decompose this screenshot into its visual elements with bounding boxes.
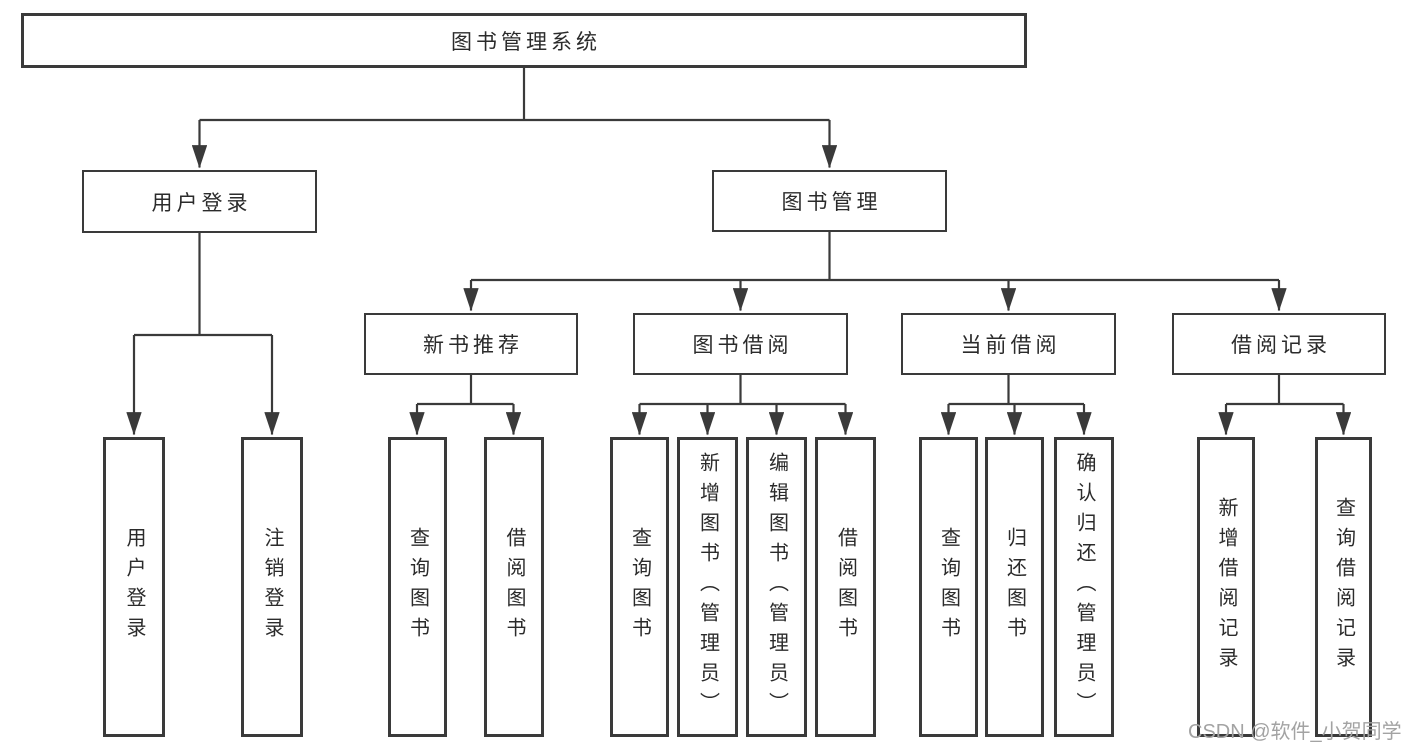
node-label: 查询图书 [406, 527, 429, 647]
node-label: 当前借阅 [960, 334, 1061, 357]
node-label: 新增图书（管理员） [696, 452, 719, 722]
connector-book-mgmt [471, 232, 1279, 282]
leaf-query-books-current: 查询图书 [919, 437, 978, 737]
leaf-add-books-admin: 新增图书（管理员） [677, 437, 738, 737]
leaf-user-login: 用户登录 [103, 437, 165, 737]
connector-current-borrow [948, 375, 1084, 406]
connector-new-book-rec [417, 375, 514, 406]
node-label: 注销登录 [261, 527, 283, 647]
node-label: 编辑图书（管理员） [765, 452, 788, 722]
leaf-edit-books-admin: 编辑图书（管理员） [746, 437, 807, 737]
leaf-borrow-books-rec: 借阅图书 [484, 437, 544, 737]
node-label: 确认归还（管理员） [1073, 452, 1095, 722]
leaf-logout: 注销登录 [241, 437, 303, 737]
node-label: 归还图书 [1003, 527, 1026, 647]
node-label: 借阅图书 [834, 527, 857, 647]
csdn-watermark: CSDN @软件_小贺同学 [1188, 721, 1402, 743]
node-book-borrow: 图书借阅 [633, 313, 848, 375]
connector-borrow-records [1226, 375, 1344, 406]
connector-book-borrow [639, 375, 846, 406]
node-label: 图书借阅 [692, 334, 793, 357]
node-label: 新书推荐 [423, 334, 523, 357]
connector-root [199, 68, 830, 122]
leaf-query-borrow-record: 查询借阅记录 [1315, 437, 1372, 737]
node-current-borrow: 当前借阅 [901, 313, 1116, 375]
node-label: 图书管理系统 [451, 30, 601, 54]
leaf-return-books: 归还图书 [985, 437, 1044, 737]
node-user-login: 用户登录 [82, 170, 317, 233]
leaf-query-books-rec: 查询图书 [388, 437, 447, 737]
node-label: 用户登录 [151, 191, 252, 215]
leaf-add-borrow-record: 新增借阅记录 [1197, 437, 1255, 737]
node-book-mgmt: 图书管理 [712, 170, 947, 232]
node-label: 图书管理 [781, 191, 882, 214]
node-label: 查询图书 [937, 527, 960, 647]
connector-user-login [134, 233, 272, 337]
node-label: 借阅图书 [503, 527, 525, 647]
node-label: 查询借阅记录 [1332, 497, 1355, 677]
node-label: 用户登录 [123, 527, 145, 647]
leaf-borrow-books: 借阅图书 [815, 437, 876, 737]
leaf-confirm-return-admin: 确认归还（管理员） [1054, 437, 1114, 737]
leaf-query-books-borrow: 查询图书 [610, 437, 669, 737]
node-new-book-rec: 新书推荐 [364, 313, 578, 375]
node-label: 查询图书 [628, 527, 651, 647]
node-borrow-records: 借阅记录 [1172, 313, 1386, 375]
node-label: 新增借阅记录 [1215, 497, 1237, 677]
node-label: 借阅记录 [1231, 334, 1331, 357]
node-root-system: 图书管理系统 [21, 13, 1027, 68]
